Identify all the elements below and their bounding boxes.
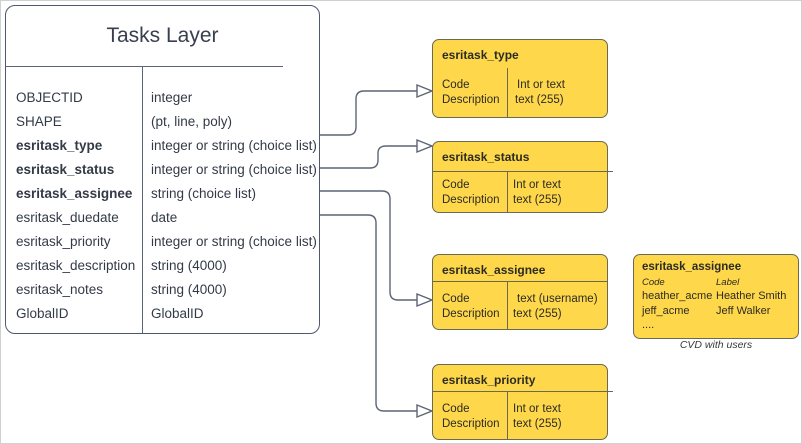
- field-name: esritask_assignee: [16, 186, 133, 201]
- table-row[interactable]: SHAPE (pt, line, poly): [6, 110, 319, 134]
- cvd-caption: CVD with users: [679, 339, 753, 351]
- connector-status: [320, 145, 417, 169]
- domain-row-label: Description: [442, 194, 500, 206]
- domain-header-divider: [433, 391, 613, 392]
- domain-row-value: text (username): [517, 293, 598, 305]
- field-name: OBJECTID: [16, 90, 83, 105]
- field-name: esritask_description: [16, 258, 136, 273]
- domain-row-label: Description: [442, 418, 500, 430]
- domain-row-value: text (255): [513, 194, 562, 206]
- domain-box-esritask-priority[interactable]: esritask_priority Code Description Int o…: [432, 364, 613, 440]
- connector-priority: [320, 214, 417, 412]
- arrowhead-assignee: [416, 292, 434, 308]
- domain-row-label: Code: [442, 403, 470, 415]
- domain-title: esritask_type: [442, 48, 519, 62]
- connector-assignee: [320, 190, 417, 301]
- field-name: SHAPE: [16, 114, 62, 129]
- title-divider: [6, 66, 283, 67]
- field-type: string (4000): [151, 258, 227, 273]
- domain-box-esritask-assignee[interactable]: esritask_assignee Code Description text …: [432, 254, 608, 330]
- arrowhead-priority: [416, 403, 434, 419]
- cvd-ellipsis: ....: [642, 319, 655, 331]
- field-type: integer or string (choice list): [151, 138, 317, 153]
- field-name: esritask_priority: [16, 234, 111, 249]
- table-row[interactable]: esritask_status integer or string (choic…: [6, 158, 319, 182]
- field-type: string (choice list): [151, 186, 257, 201]
- domain-row-value: Int or text: [513, 403, 561, 415]
- domain-row-label: Code: [442, 179, 470, 191]
- domain-title: esritask_status: [442, 150, 530, 164]
- table-row[interactable]: OBJECTID integer: [6, 86, 319, 110]
- table-row[interactable]: esritask_assignee string (choice list): [6, 182, 319, 206]
- domain-row-label: Description: [442, 308, 500, 320]
- cvd-row-code: heather_acme: [642, 290, 713, 302]
- domain-row-value: Int or text: [517, 79, 565, 91]
- table-row[interactable]: esritask_duedate date: [6, 206, 319, 230]
- field-type: date: [151, 210, 178, 225]
- table-row[interactable]: esritask_notes string (4000): [6, 278, 319, 302]
- domain-row-value: text (255): [513, 418, 562, 430]
- field-type: string (4000): [151, 282, 227, 297]
- arrowhead-type: [416, 83, 434, 99]
- domain-column-divider: [507, 281, 508, 330]
- cvd-example-box[interactable]: esritask_assignee Code Label heather_acm…: [633, 254, 799, 339]
- field-type: integer: [151, 90, 193, 105]
- domain-row-value: text (255): [513, 308, 562, 320]
- table-row[interactable]: GlobalID GlobalID: [6, 302, 319, 326]
- field-type: integer or string (choice list): [151, 234, 317, 249]
- domain-row-value: Int or text: [513, 179, 561, 191]
- domain-box-esritask-type[interactable]: esritask_type Code Description Int or te…: [432, 39, 608, 118]
- domain-row-label: Code: [442, 293, 470, 305]
- field-name: esritask_duedate: [16, 210, 119, 225]
- domain-row-value: text (255): [515, 94, 564, 106]
- tasks-layer-entity[interactable]: Tasks Layer OBJECTID integer SHAPE (pt, …: [5, 5, 320, 334]
- field-type: (pt, line, poly): [151, 114, 233, 129]
- cvd-header-label: Label: [716, 277, 740, 288]
- domain-column-divider: [507, 68, 508, 118]
- domain-column-divider: [507, 171, 508, 213]
- field-name: esritask_type: [16, 138, 103, 153]
- connector-type: [320, 90, 417, 136]
- cvd-row-label: Heather Smith: [716, 290, 787, 302]
- arrowhead-status: [416, 138, 434, 154]
- domain-row-label: Description: [442, 94, 500, 106]
- table-row[interactable]: esritask_priority integer or string (cho…: [6, 230, 319, 254]
- cvd-row-code: jeff_acme: [642, 305, 690, 317]
- domain-header-divider: [433, 171, 613, 172]
- table-row[interactable]: esritask_description string (4000): [6, 254, 319, 278]
- cvd-title: esritask_assignee: [642, 261, 742, 273]
- cvd-row-label: Jeff Walker: [716, 305, 771, 317]
- domain-column-divider: [507, 391, 508, 440]
- table-row[interactable]: esritask_type integer or string (choice …: [6, 134, 319, 158]
- column-divider: [142, 67, 143, 333]
- field-name: esritask_status: [16, 162, 115, 177]
- page-title: Tasks Layer: [106, 24, 219, 47]
- domain-box-esritask-status[interactable]: esritask_status Code Description Int or …: [432, 141, 613, 213]
- cvd-header-code: Code: [642, 277, 665, 288]
- field-type: GlobalID: [151, 306, 204, 321]
- domain-title: esritask_priority: [442, 373, 536, 387]
- field-type: integer or string (choice list): [151, 162, 317, 177]
- domain-row-label: Code: [442, 79, 470, 91]
- domain-header-divider: [433, 281, 607, 282]
- field-name: esritask_notes: [16, 282, 104, 297]
- domain-title: esritask_assignee: [442, 263, 546, 277]
- field-name: GlobalID: [16, 306, 69, 321]
